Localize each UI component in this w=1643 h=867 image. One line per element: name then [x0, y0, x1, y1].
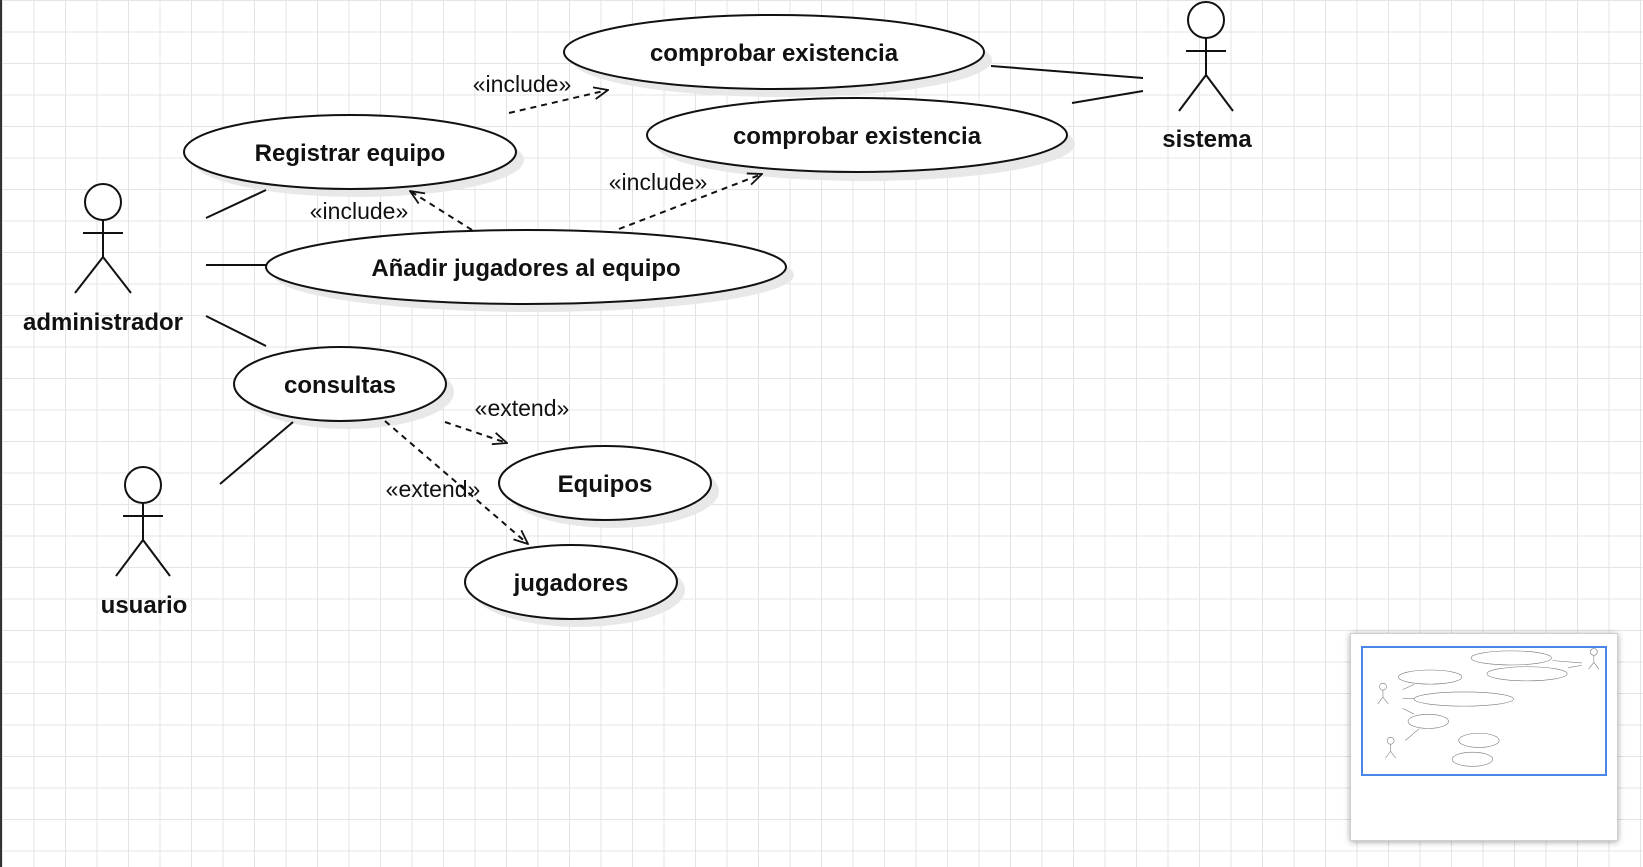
use-case-registrar-equipo[interactable]: Registrar equipo	[183, 114, 524, 197]
use-case-label: Equipos	[558, 471, 653, 498]
assoc-sistema-comprobar2[interactable]	[1071, 90, 1144, 104]
extend-equipos-consultas[interactable]	[444, 421, 507, 443]
stereotype-include-1: «include»	[473, 71, 571, 97]
use-case-label: Registrar equipo	[255, 140, 446, 167]
actor-label-administrador: administrador	[23, 309, 183, 336]
actor-sistema[interactable]	[1178, 1, 1234, 112]
use-case-jugadores[interactable]: jugadores	[464, 544, 685, 627]
actor-usuario[interactable]	[115, 466, 171, 577]
assoc-admin-consultas[interactable]	[205, 315, 267, 347]
stereotype-extend-1: «extend»	[475, 395, 570, 421]
assoc-sistema-comprobar1[interactable]	[990, 65, 1144, 79]
actor-label-usuario: usuario	[101, 592, 188, 619]
include-registrar-comprobar1[interactable]	[508, 90, 608, 114]
use-case-anadir-jugadores[interactable]: Añadir jugadores al equipo	[265, 229, 794, 312]
associations	[205, 65, 1144, 485]
use-case-comprobar-existencia-1[interactable]: comprobar existencia	[563, 14, 992, 97]
actor-figure-icon	[1178, 1, 1234, 112]
use-case-comprobar-existencia-2[interactable]: comprobar existencia	[646, 97, 1075, 181]
actor-figure-icon	[115, 466, 171, 577]
extend-jugadores-consultas[interactable]	[384, 420, 528, 544]
include-anadir-registrar[interactable]	[410, 191, 473, 231]
use-case-label: Añadir jugadores al equipo	[371, 255, 680, 282]
dependencies	[384, 90, 762, 544]
use-case-label: comprobar existencia	[650, 40, 899, 67]
minimap-thumbnail	[1377, 648, 1600, 767]
stereotype-include-2: «include»	[310, 198, 408, 224]
include-anadir-comprobar2[interactable]	[618, 174, 762, 230]
use-case-label: consultas	[284, 372, 396, 399]
outline-minimap[interactable]	[1350, 633, 1618, 841]
assoc-usuario-consultas[interactable]	[219, 421, 294, 485]
use-case-label: comprobar existencia	[733, 123, 982, 150]
stereotype-extend-2: «extend»	[386, 476, 481, 502]
use-case-consultas[interactable]: consultas	[233, 346, 454, 429]
actor-administrador[interactable]	[74, 183, 132, 294]
use-case-label: jugadores	[513, 570, 629, 597]
assoc-admin-registrar[interactable]	[205, 189, 267, 219]
stereotype-include-3: «include»	[609, 169, 707, 195]
actor-label-sistema: sistema	[1162, 126, 1252, 153]
minimap-viewport[interactable]	[1361, 646, 1607, 776]
use-case-equipos[interactable]: Equipos	[498, 445, 719, 528]
actor-figure-icon	[74, 183, 132, 294]
